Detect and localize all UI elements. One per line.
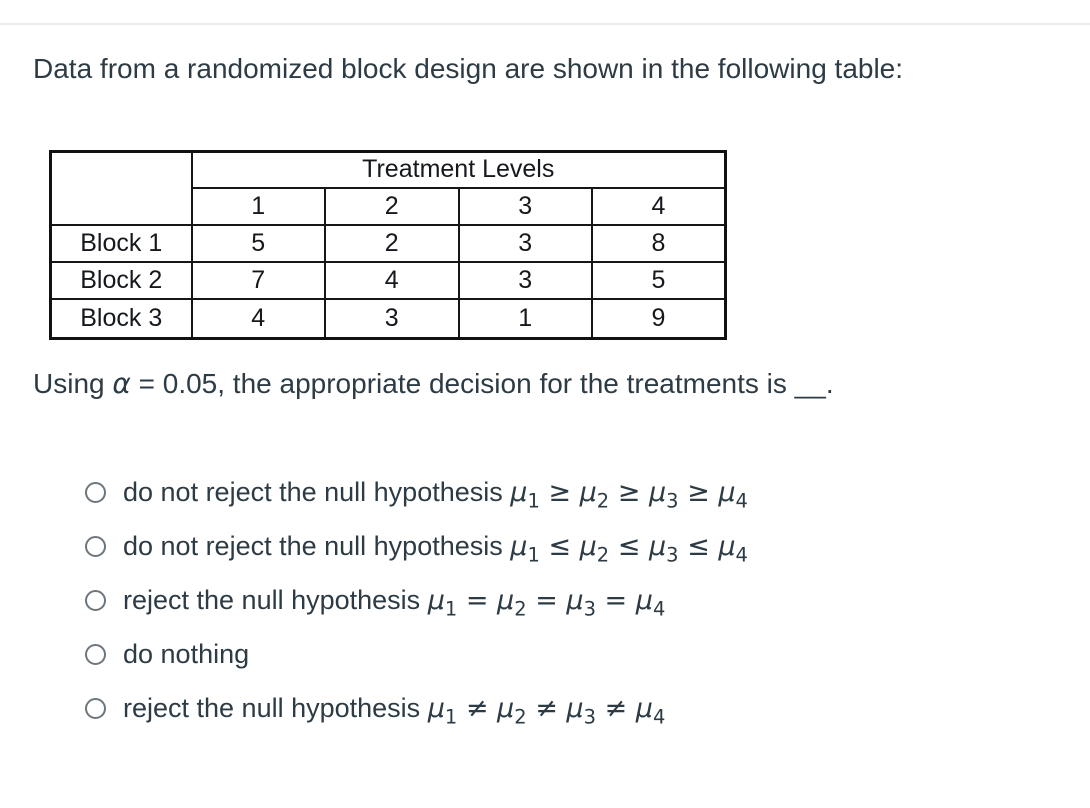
alpha-line-post: = 0.05, the appropriate decision for the… [130, 368, 834, 399]
radio-button[interactable] [85, 697, 106, 719]
alpha-decision-line: Using α = 0.05, the appropriate decision… [33, 367, 834, 400]
answer-option-1[interactable]: do not reject the null hypothesis μ1 ≥ μ… [85, 465, 748, 519]
option-label: reject the null hypothesis [123, 692, 428, 723]
option-formula: μ1 ≤ μ2 ≤ μ3 ≤ μ4 [510, 530, 748, 566]
table-cell: 9 [591, 297, 727, 340]
answer-option-3[interactable]: reject the null hypothesis μ1 = μ2 = μ3 … [85, 573, 748, 627]
alpha-line-pre: Using [33, 368, 113, 399]
table-cell: 3 [457, 260, 593, 300]
table-cell: 2 [324, 223, 460, 263]
option-label: do not reject the null hypothesis [123, 476, 511, 507]
table-cell: 4 [324, 260, 460, 300]
answer-option-5[interactable]: reject the null hypothesis μ1 ≠ μ2 ≠ μ3 … [85, 681, 748, 735]
column-header: 1 [190, 186, 326, 226]
answer-option-4[interactable]: do nothing [85, 627, 748, 681]
alpha-symbol: α [112, 367, 131, 400]
radio-button[interactable] [85, 589, 106, 611]
radio-button[interactable] [85, 643, 106, 665]
option-label: do not reject the null hypothesis [123, 530, 511, 561]
table-cell: 7 [190, 260, 326, 300]
radio-button[interactable] [85, 535, 106, 557]
option-label: reject the null hypothesis [123, 584, 428, 615]
option-formula: μ1 ≠ μ2 ≠ μ3 ≠ μ4 [427, 692, 666, 728]
row-label-block-1: Block 1 [49, 223, 193, 263]
row-label-block-2: Block 2 [49, 260, 193, 300]
column-header: 3 [457, 186, 593, 226]
top-divider [0, 0, 1090, 25]
table-cell: 1 [457, 297, 593, 340]
radio-button[interactable] [85, 481, 106, 503]
table-cell: 3 [457, 223, 593, 263]
table-cell: 4 [190, 297, 326, 340]
table-header-treatment-levels: Treatment Levels [190, 150, 727, 189]
question-prompt: Data from a randomized block design are … [33, 53, 904, 84]
answer-options-list: do not reject the null hypothesis μ1 ≥ μ… [85, 465, 748, 735]
table-cell: 5 [591, 260, 727, 300]
column-header: 4 [591, 186, 727, 226]
option-formula: μ1 ≥ μ2 ≥ μ3 ≥ μ4 [510, 476, 748, 512]
data-table-image: Treatment Levels 1 2 3 4 Block 1 5 2 3 8… [49, 150, 727, 340]
table-corner-cell [49, 150, 193, 226]
table-cell: 3 [324, 297, 460, 340]
option-formula: μ1 = μ2 = μ3 = μ4 [427, 584, 666, 620]
option-label: do nothing [123, 638, 250, 669]
answer-option-2[interactable]: do not reject the null hypothesis μ1 ≤ μ… [85, 519, 748, 573]
treatment-levels-table: Treatment Levels 1 2 3 4 Block 1 5 2 3 8… [49, 150, 727, 340]
table-cell: 8 [591, 223, 727, 263]
table-cell: 5 [190, 223, 326, 263]
column-header: 2 [324, 186, 460, 226]
row-label-block-3: Block 3 [49, 297, 193, 340]
